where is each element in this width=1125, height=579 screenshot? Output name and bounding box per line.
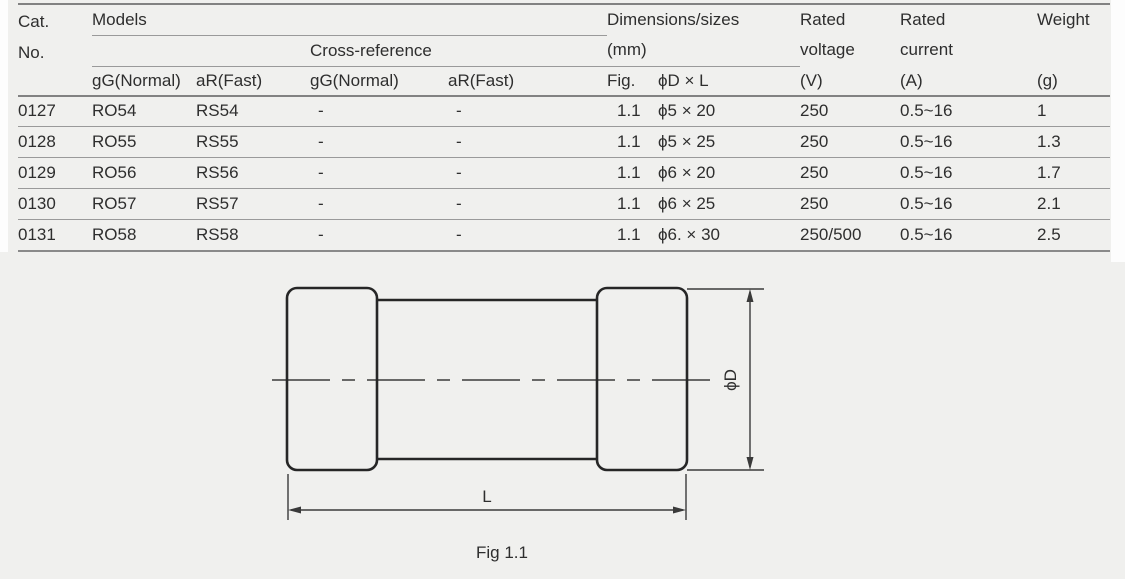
cell-voltage: 250 xyxy=(800,157,901,189)
cell-current: 0.5~16 xyxy=(900,188,1038,220)
cell-fig: 1.1 xyxy=(607,126,658,158)
table-row: 0127 RO54 RS54 - - 1.1 ϕ5 × 20 250 0.5~1… xyxy=(18,95,1111,127)
cell-fig: 1.1 xyxy=(607,219,658,252)
header-rated-voltage-line2: voltage xyxy=(800,40,855,59)
arrow-right-icon xyxy=(673,506,686,514)
cell-model-ar: RS58 xyxy=(196,219,310,252)
cell-fig: 1.1 xyxy=(607,188,658,220)
subheader-weight-unit: (g) xyxy=(1037,66,1111,97)
header-dimensions-line1: Dimensions/sizes xyxy=(607,10,740,29)
cell-voltage: 250 xyxy=(800,188,901,220)
header-rated-voltage: Rated voltage xyxy=(800,4,900,67)
fuse-right-cap xyxy=(595,286,689,472)
header-rated-current-line2: current xyxy=(900,40,953,59)
cell-current: 0.5~16 xyxy=(900,95,1038,127)
arrow-left-icon xyxy=(288,506,301,514)
cell-current: 0.5~16 xyxy=(900,219,1038,252)
cell-model-gg: RO57 xyxy=(92,188,196,220)
cell-dxl: ϕ6 × 25 xyxy=(658,188,801,220)
header-dimensions-group: Dimensions/sizes (mm) xyxy=(607,4,801,67)
cell-xref-ar: - xyxy=(448,219,607,252)
cell-cat-no: 0128 xyxy=(18,126,92,158)
header-rated-voltage-line1: Rated xyxy=(800,10,846,29)
cell-model-gg: RO54 xyxy=(92,95,196,127)
fuse-spec-table: Cat. No. Models Dimensions/sizes (mm) Ra… xyxy=(18,3,1111,252)
subheader-models-gg: gG(Normal) xyxy=(92,66,196,97)
page-edge-left xyxy=(0,0,8,252)
cell-model-gg: RO55 xyxy=(92,126,196,158)
cell-weight: 2.5 xyxy=(1037,219,1111,252)
cell-voltage: 250 xyxy=(800,95,901,127)
header-weight-label: Weight xyxy=(1037,10,1090,29)
cell-voltage: 250/500 xyxy=(800,219,901,252)
cell-dxl: ϕ5 × 20 xyxy=(658,95,801,127)
header-cat-line2: No. xyxy=(18,43,45,62)
cell-xref-ar: - xyxy=(448,126,607,158)
arrow-up-icon xyxy=(746,289,754,302)
diameter-label: ϕD xyxy=(721,369,740,391)
header-cat-line1: Cat. xyxy=(18,12,50,31)
fuse-figure: ϕD L Fig 1.1 xyxy=(250,275,810,575)
cell-voltage: 250 xyxy=(800,126,901,158)
fuse-diagram: ϕD L Fig 1.1 xyxy=(272,286,764,562)
cell-model-ar: RS57 xyxy=(196,188,310,220)
header-cat-no: Cat. No. xyxy=(18,4,92,97)
cell-dxl: ϕ5 × 25 xyxy=(658,126,801,158)
fuse-left-cap xyxy=(285,286,379,472)
table-row: 0131 RO58 RS58 - - 1.1 ϕ6. × 30 250/500 … xyxy=(18,219,1111,252)
cell-xref-gg: - xyxy=(310,188,448,220)
header-models-label: Models xyxy=(92,10,147,29)
table-row: 0128 RO55 RS55 - - 1.1 ϕ5 × 25 250 0.5~1… xyxy=(18,126,1111,158)
arrow-down-icon xyxy=(746,457,754,470)
cell-xref-ar: - xyxy=(448,157,607,189)
cell-model-ar: RS55 xyxy=(196,126,310,158)
header-rated-current: Rated current xyxy=(900,4,1037,67)
cell-current: 0.5~16 xyxy=(900,157,1038,189)
cell-cat-no: 0131 xyxy=(18,219,92,252)
subheader-fig: Fig. xyxy=(607,66,658,97)
cell-xref-gg: - xyxy=(310,126,448,158)
cell-cat-no: 0127 xyxy=(18,95,92,127)
cell-model-gg: RO58 xyxy=(92,219,196,252)
cell-xref-gg: - xyxy=(310,95,448,127)
cell-fig: 1.1 xyxy=(607,157,658,189)
cell-cat-no: 0130 xyxy=(18,188,92,220)
table-row: 0129 RO56 RS56 - - 1.1 ϕ6 × 20 250 0.5~1… xyxy=(18,157,1111,189)
cell-weight: 1.7 xyxy=(1037,157,1111,189)
page-edge-right xyxy=(1111,0,1125,262)
cell-weight: 2.1 xyxy=(1037,188,1111,220)
header-weight: Weight xyxy=(1037,4,1110,67)
header-cross-reference-label: Cross-reference xyxy=(310,41,432,60)
header-rated-current-line1: Rated xyxy=(900,10,946,29)
cell-xref-gg: - xyxy=(310,219,448,252)
subheader-voltage-unit: (V) xyxy=(800,66,901,97)
table-row: 0130 RO57 RS57 - - 1.1 ϕ6 × 25 250 0.5~1… xyxy=(18,188,1111,220)
header-cross-reference: Cross-reference xyxy=(310,35,607,67)
header-models-group: Models xyxy=(92,4,607,36)
cell-dxl: ϕ6 × 20 xyxy=(658,157,801,189)
cell-dxl: ϕ6. × 30 xyxy=(658,219,801,252)
length-label: L xyxy=(482,487,491,506)
cell-xref-ar: - xyxy=(448,188,607,220)
subheader-dxl: ϕD × L xyxy=(658,66,801,97)
cell-model-gg: RO56 xyxy=(92,157,196,189)
header-dimensions-line2: (mm) xyxy=(607,40,647,59)
cell-fig: 1.1 xyxy=(607,95,658,127)
cell-cat-no: 0129 xyxy=(18,157,92,189)
subheader-models-ar: aR(Fast) xyxy=(196,66,310,97)
subheader-xref-ar: aR(Fast) xyxy=(448,66,607,97)
cell-model-ar: RS56 xyxy=(196,157,310,189)
cell-xref-gg: - xyxy=(310,157,448,189)
subheader-current-unit: (A) xyxy=(900,66,1038,97)
subheader-xref-gg: gG(Normal) xyxy=(310,66,448,97)
cell-weight: 1.3 xyxy=(1037,126,1111,158)
cell-model-ar: RS54 xyxy=(196,95,310,127)
cell-xref-ar: - xyxy=(448,95,607,127)
figure-caption: Fig 1.1 xyxy=(476,543,528,562)
header-models-spacer xyxy=(92,35,310,67)
cell-weight: 1 xyxy=(1037,95,1111,127)
spec-table: Cat. No. Models Dimensions/sizes (mm) Ra… xyxy=(18,3,1111,252)
cell-current: 0.5~16 xyxy=(900,126,1038,158)
